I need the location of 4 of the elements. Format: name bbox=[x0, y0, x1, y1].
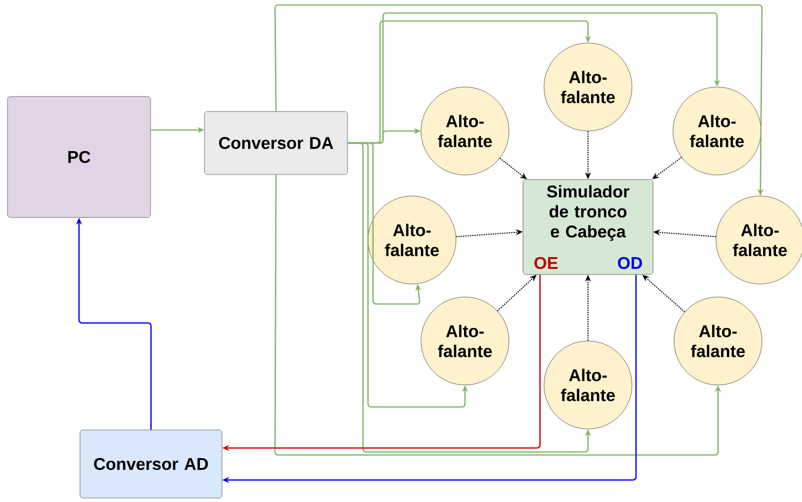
converter-box: Conversor DA bbox=[204, 111, 348, 175]
simulator-box: Simulador de tronco e Cabeça OE OD bbox=[522, 179, 654, 275]
converter-box: Conversor AD bbox=[80, 430, 222, 498]
computer-box: PC bbox=[7, 96, 151, 218]
